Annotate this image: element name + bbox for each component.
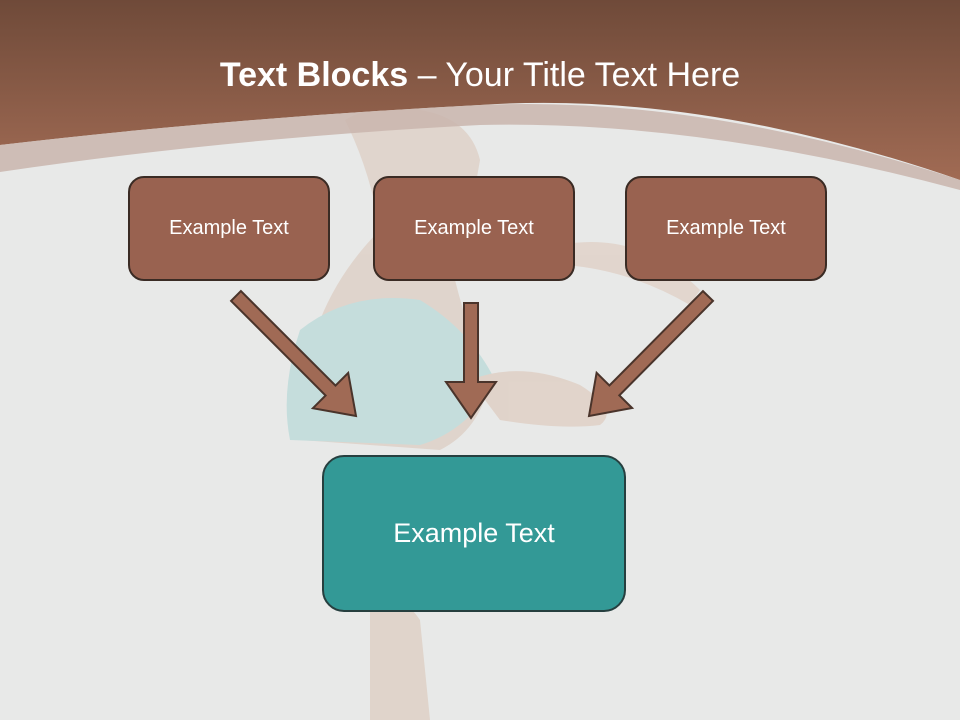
title-rest: Your Title Text Here [445,56,741,94]
header-swoosh [0,103,960,190]
text-block-1-label: Example Text [169,217,289,239]
target-block-label: Example Text [393,518,555,548]
text-block-3: Example Text [625,176,827,281]
title-bold: Text Blocks [219,56,409,94]
target-block: Example Text [322,455,626,612]
text-block-1: Example Text [128,176,330,281]
title-separator: – [408,56,446,94]
slide-title: Text Blocks – Your Title Text Here [0,52,960,98]
header-band [0,0,960,180]
text-block-3-label: Example Text [666,217,786,239]
text-block-2: Example Text [373,176,575,281]
text-block-2-label: Example Text [414,217,534,239]
